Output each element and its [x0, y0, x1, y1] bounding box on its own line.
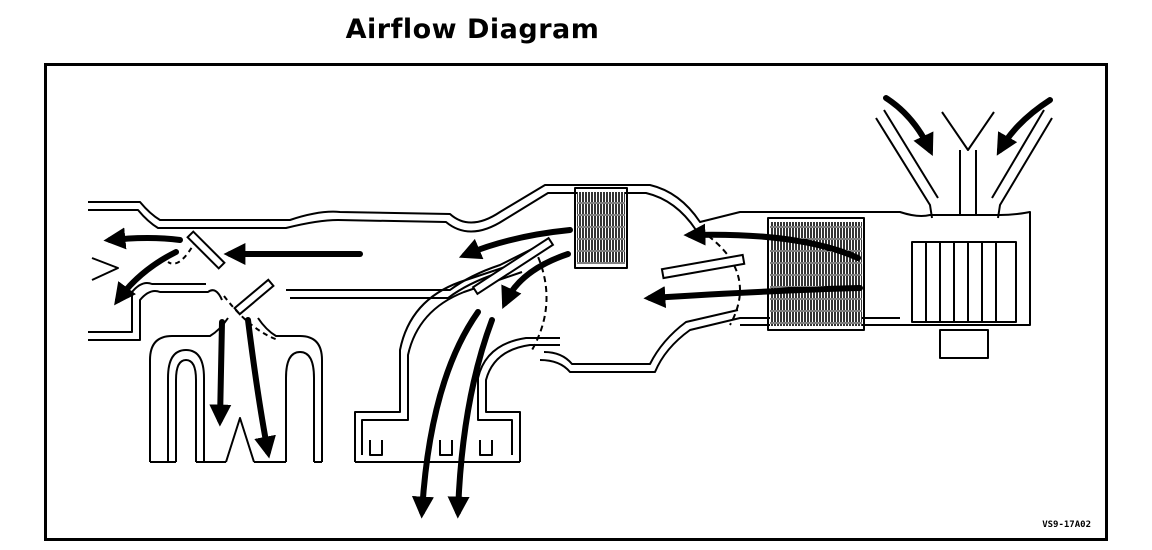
inlet-left-wall: [875, 117, 933, 219]
mode-door-floor: [233, 278, 275, 316]
arrow-left-down: [114, 249, 179, 306]
floor-outlet-left: [167, 349, 205, 462]
blend-door: [660, 253, 746, 280]
arrow-left-up: [103, 227, 183, 250]
figure-code: VS9-17A02: [1042, 520, 1091, 530]
lower-outlet-shell: [354, 261, 521, 462]
arrow-lower-outlet-1: [411, 309, 481, 519]
mode-door-left: [186, 230, 226, 270]
floor-outlet-right: [285, 351, 315, 462]
blower-housing: [740, 211, 1031, 326]
inlet-left-wall-2: [883, 109, 939, 199]
center-peak: [225, 417, 255, 463]
door-sweep-arc-3: [167, 239, 197, 265]
heater-core-box: [574, 187, 628, 269]
lower-outlet-slots: [369, 440, 493, 456]
inlet-right-wall-2: [991, 109, 1045, 199]
arrow-blower-to-evap-bottom: [643, 285, 863, 309]
arrow-inlet-left: [883, 95, 934, 156]
door-sweep-arc-1: [531, 247, 548, 351]
lower-outlet-right: [485, 344, 560, 462]
arrow-heater-to-panel: [458, 227, 573, 260]
blower-motor: [939, 329, 989, 359]
left-housing-inner: [88, 192, 697, 233]
inlet-right-wall: [997, 117, 1053, 219]
arrow-floor-right: [245, 317, 276, 459]
left-chamber-bottom: [88, 289, 223, 341]
heater-core-fins: [577, 192, 625, 264]
left-chamber-bottom-2: [88, 282, 206, 333]
center-housing-bottom: [539, 317, 900, 373]
blower-wheel-vanes: [925, 242, 997, 322]
arrow-heater-to-defrost: [501, 251, 571, 310]
v-notch: [91, 257, 119, 281]
left-housing-outline: [88, 184, 900, 224]
arrow-blower-to-evap-top: [683, 223, 861, 261]
evaporator-box: [767, 217, 865, 331]
inlet-divider: [941, 111, 995, 215]
door-sweep-arc-2: [699, 229, 741, 326]
center-housing-bottom-2: [543, 309, 739, 365]
arrow-inlet-right: [996, 97, 1053, 156]
arrow-lower-outlet-2: [447, 317, 495, 519]
blower-wheel: [911, 241, 1017, 323]
diagram-title: Airflow Diagram: [345, 14, 600, 45]
lower-outlet-shell-inner: [361, 271, 523, 455]
upper-duct-bottom: [286, 244, 541, 291]
lower-outlet-right-inner: [477, 337, 560, 455]
arrow-floor-left: [209, 319, 232, 427]
defrost-door: [471, 236, 555, 296]
